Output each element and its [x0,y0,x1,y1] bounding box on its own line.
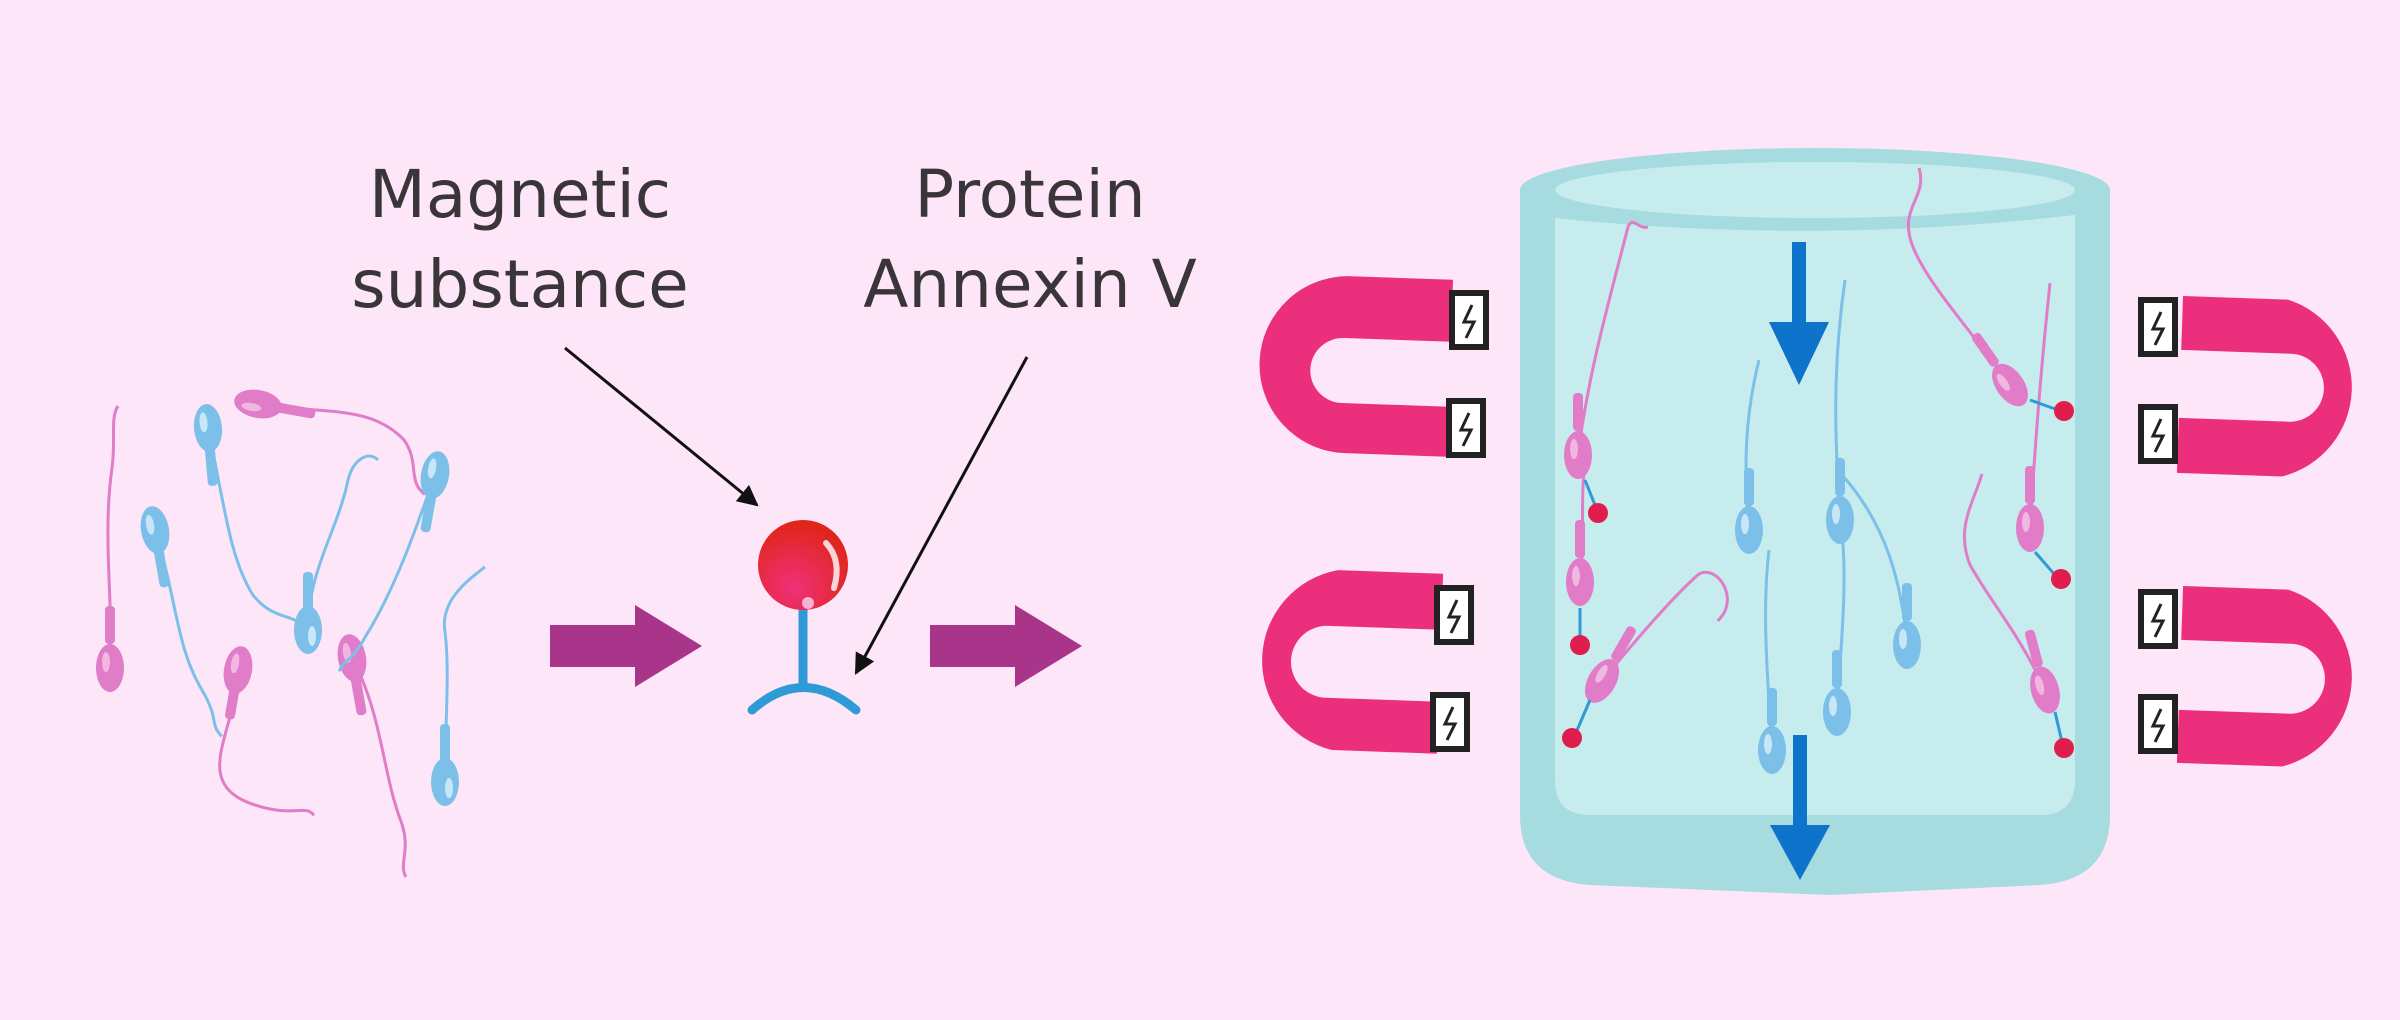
magnetic-bead-complex [564,346,1029,715]
magnet-icon [2138,295,2352,477]
flow-arrow-icon [1769,242,1829,385]
sperm-group-unbound [1735,279,1921,774]
sperm-cell-icon [1758,549,1786,774]
label-line: Magnetic [368,156,672,233]
magnetic-bead-icon [2054,401,2074,421]
magnetic-bead-icon [1588,503,1608,523]
sperm-cell-icon [193,404,308,632]
magnetic-bead-icon [1570,635,1590,655]
sperm-group-bound-left [1562,220,1729,748]
sperm-group-bound-right [1906,167,2074,758]
separation-column [1520,148,2110,895]
sperm-cell-icon [2016,282,2052,552]
sperm-cell-icon [1906,167,2028,407]
sperm-cell-icon [337,451,450,672]
magnet-icon [2138,585,2352,767]
sperm-cell-icon [1823,531,1851,736]
sperm-group-mixed [96,389,486,878]
magnet-icon [1259,276,1489,458]
label-line: Protein [914,156,1146,233]
magnetic-bead-icon [2051,569,2071,589]
sperm-cell-icon [234,389,426,496]
sperm-cell-icon [1962,473,2060,714]
label-protein-annexin-v: Protein Annexin V [840,150,1220,330]
label-line: Annexin V [863,246,1197,323]
sperm-cell-icon [1566,461,1594,606]
sperm-cell-icon [431,565,486,806]
sperm-cell-icon [1826,279,1854,544]
sperm-cell-icon [337,634,408,878]
sperm-cell-icon [140,506,223,738]
process-arrow-icon [550,605,702,687]
label-pointer-protein [854,356,1029,675]
sperm-cell-icon [1584,570,1729,703]
sperm-cell-icon [218,646,316,817]
sperm-cell-icon [294,454,380,654]
label-pointer-magnetic [564,346,759,507]
magnet-icon [1262,570,1474,754]
sperm-cell-icon [1735,359,1763,554]
label-magnetic-substance: Magnetic substance [320,150,720,330]
sperm-cell-icon [96,405,124,692]
magnetic-bead-icon [2054,738,2074,758]
sperm-cell-icon [1840,473,1921,669]
flow-arrow-icon [1770,735,1830,880]
annexin-v-receptor-icon [747,683,861,715]
label-line: substance [351,246,689,323]
magnetic-bead-icon [1562,728,1582,748]
process-arrow-icon [930,605,1082,687]
